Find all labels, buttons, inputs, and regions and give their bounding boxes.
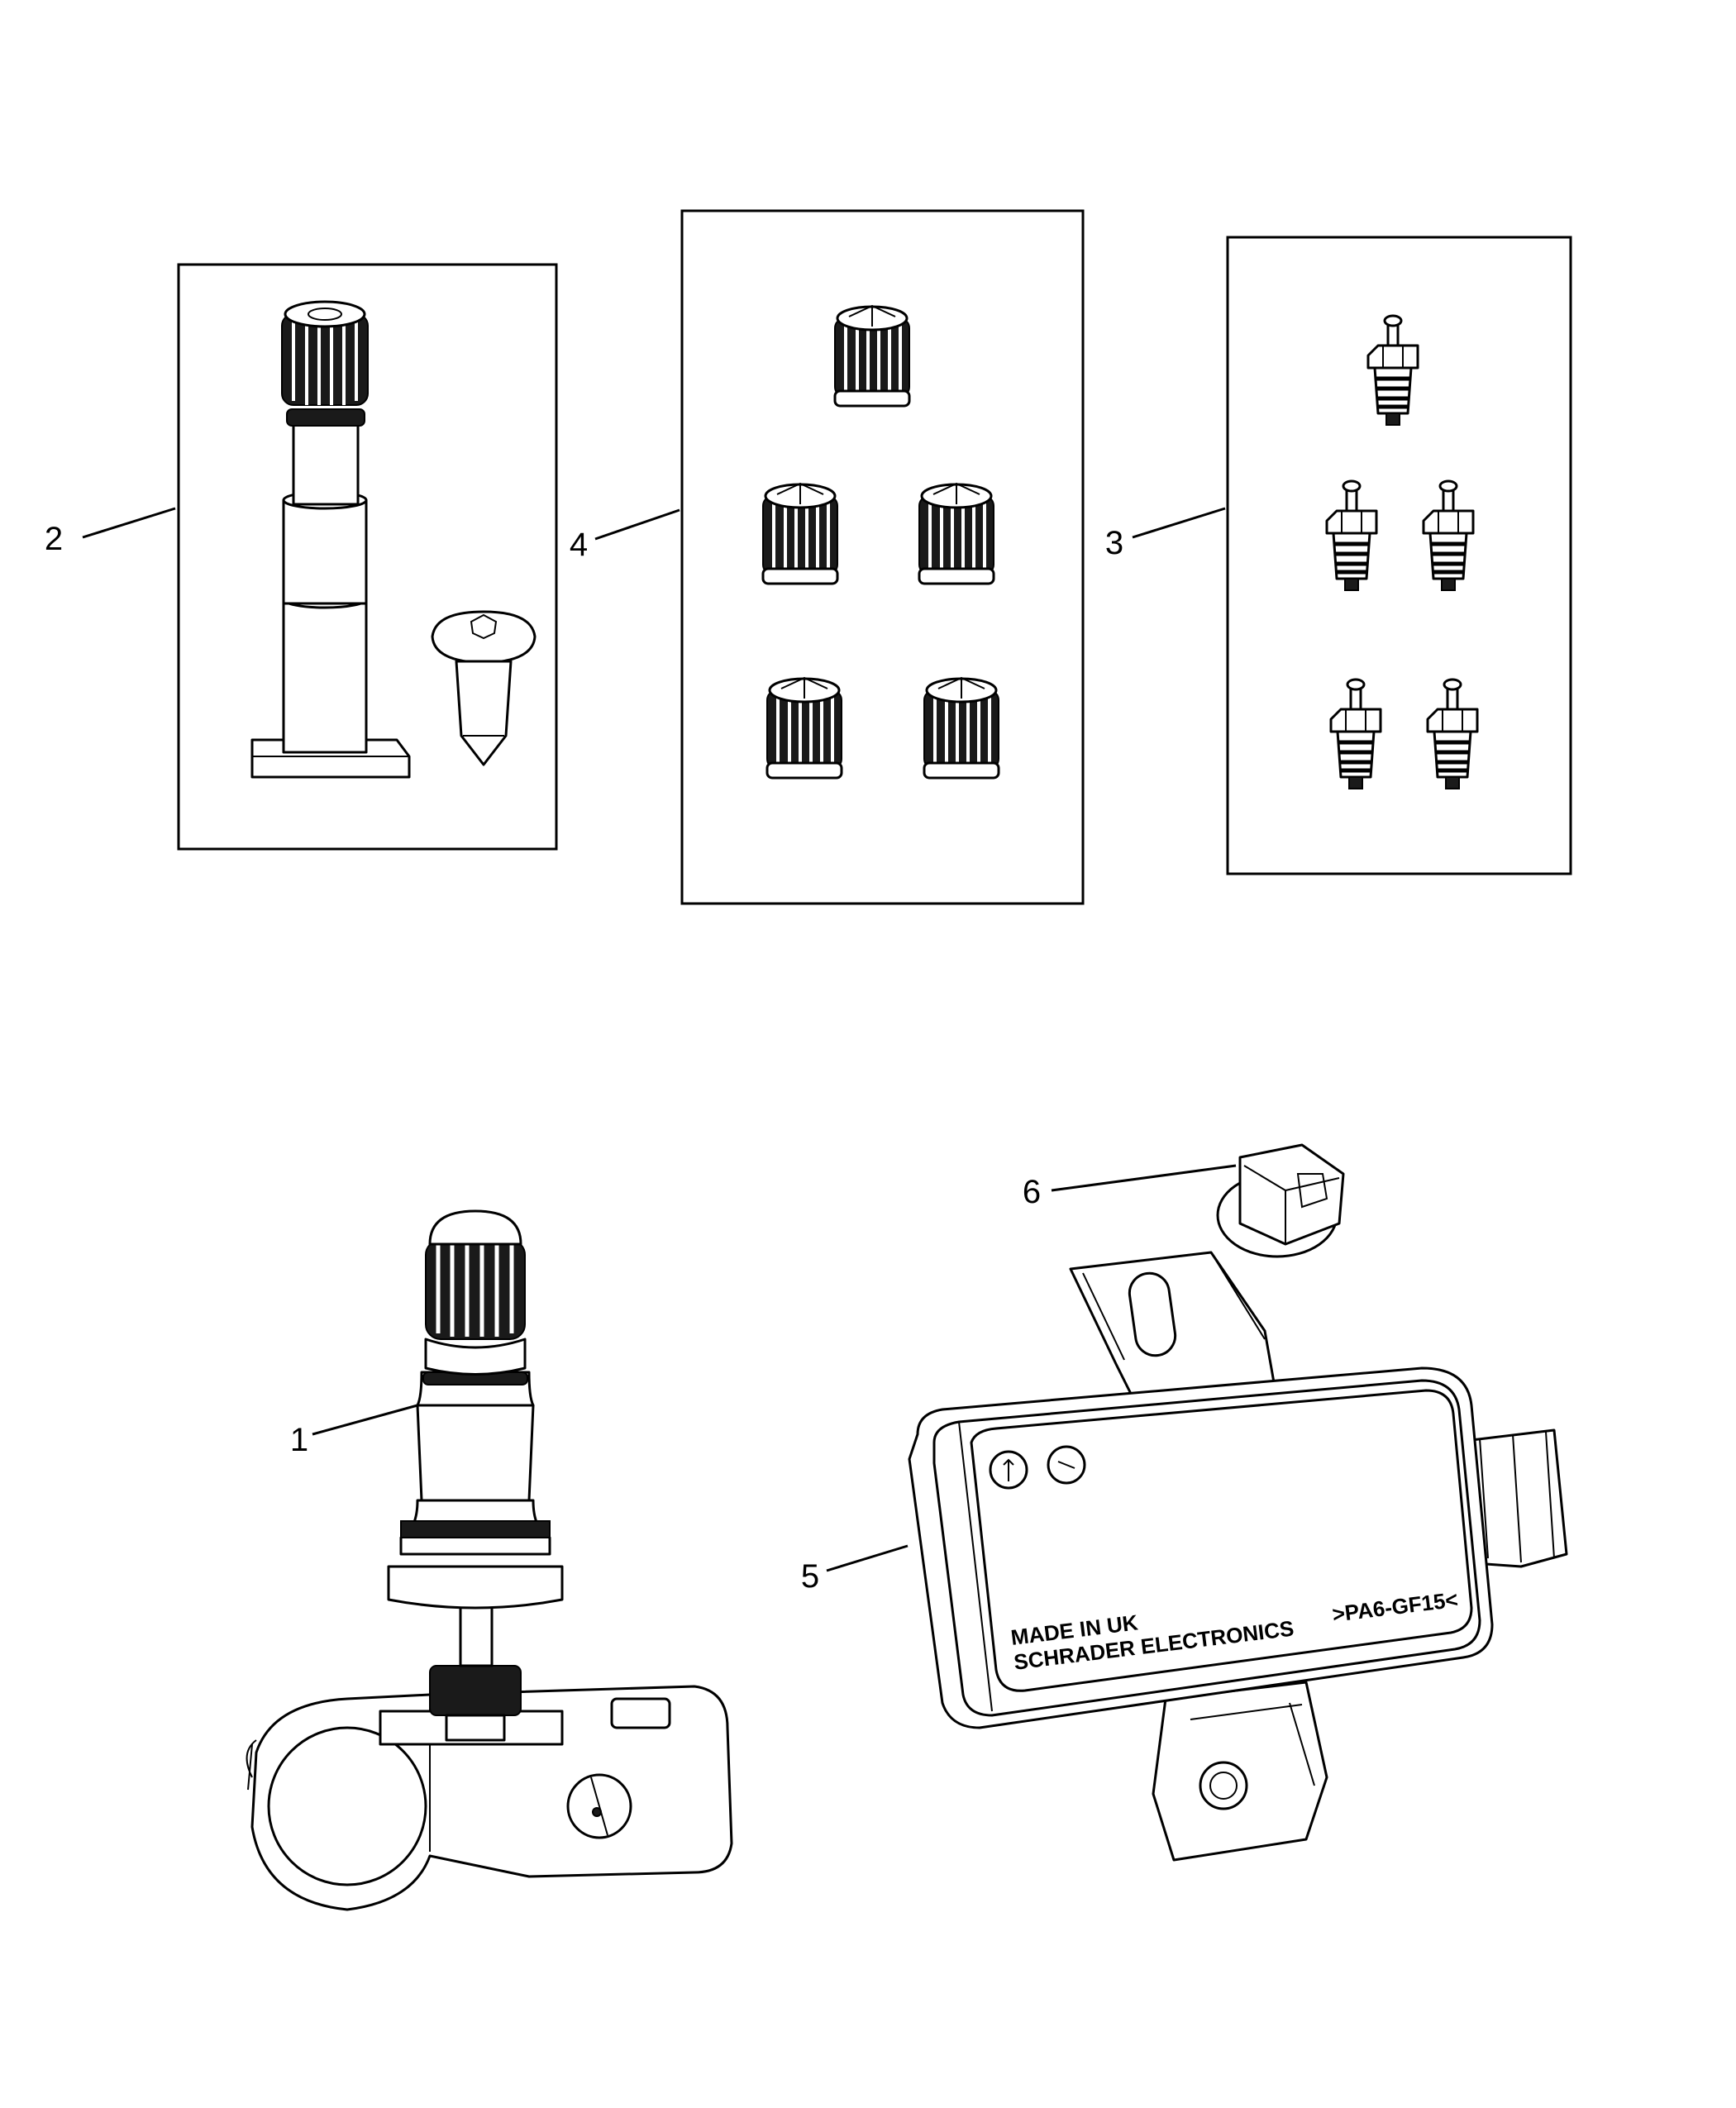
leader-line-1	[312, 1404, 418, 1436]
leader-line-2	[82, 507, 176, 539]
receiver-module-illustration: MADE IN UK SCHRADER ELECTRONICS >PA6-GF1…	[908, 1251, 1568, 1862]
leader-line-6	[1051, 1164, 1237, 1192]
valve-stem-illustration	[250, 300, 411, 779]
torx-screw-illustration	[431, 610, 537, 766]
callout-3: 3	[1105, 525, 1123, 561]
tpms-sensor-illustration	[246, 1209, 733, 1911]
frame-item-4	[680, 209, 1085, 905]
frame-item-2	[177, 263, 558, 851]
leader-line-3	[1132, 507, 1226, 539]
leader-line-5	[826, 1544, 909, 1572]
flange-nut-illustration	[1216, 1143, 1345, 1258]
callout-1: 1	[290, 1422, 308, 1458]
valve-cores-illustration	[1327, 316, 1477, 789]
callout-5: 5	[801, 1558, 819, 1595]
leader-line-4	[594, 508, 680, 541]
valve-caps-illustration	[761, 304, 1000, 780]
frame-item-3	[1226, 236, 1572, 875]
callout-2: 2	[45, 521, 63, 557]
callout-6: 6	[1023, 1174, 1041, 1210]
callout-4: 4	[570, 527, 588, 563]
